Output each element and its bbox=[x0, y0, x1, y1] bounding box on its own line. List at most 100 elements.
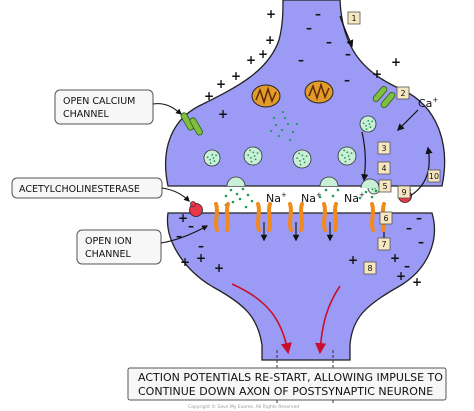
positive-charge: + bbox=[390, 251, 400, 265]
positive-charge: + bbox=[266, 7, 276, 21]
vesicle bbox=[292, 149, 312, 169]
positive-charge: + bbox=[196, 251, 206, 265]
fusing-vesicle bbox=[319, 176, 339, 187]
positive-charge: + bbox=[348, 253, 358, 267]
acetylcholine-dot bbox=[229, 188, 233, 192]
positive-charge: + bbox=[214, 261, 224, 275]
acetylcholine-dot bbox=[235, 192, 239, 196]
caption-box: ACTION POTENTIALS RE-START, ALLOWING IMP… bbox=[127, 367, 447, 401]
impulse-arrow bbox=[339, 15, 354, 48]
step-marker-8: 8 bbox=[363, 261, 377, 275]
postsynaptic-neurone bbox=[166, 212, 436, 361]
step-marker-2: 2 bbox=[396, 86, 410, 100]
acetylcholine-dot bbox=[224, 194, 228, 198]
negative-charge: – bbox=[416, 211, 422, 225]
negative-charge: – bbox=[198, 239, 204, 253]
acetylcholine-dot bbox=[250, 199, 254, 203]
step-marker-5: 5 bbox=[378, 179, 392, 193]
neurotransmitter-dot bbox=[281, 110, 285, 114]
positive-charge: + bbox=[258, 47, 268, 61]
neurotransmitter-dot bbox=[288, 138, 292, 142]
ion-channel bbox=[322, 202, 338, 232]
calcium-channel-left bbox=[180, 112, 203, 136]
neurotransmitter-dot bbox=[286, 122, 290, 126]
acetylcholine-dot bbox=[331, 194, 335, 198]
mitochondrion-icon bbox=[304, 80, 334, 104]
svg-text:10: 10 bbox=[429, 172, 439, 181]
recycle-arrow bbox=[409, 146, 433, 197]
caption-line-2: CONTINUE DOWN AXON OF POSTSYNAPTIC NEURO… bbox=[138, 385, 433, 398]
enzyme-callout: ACETYLCHOLINESTERASE bbox=[11, 177, 190, 202]
vesicle bbox=[243, 146, 263, 166]
calcium-entry-arrow bbox=[396, 109, 419, 132]
positive-charge: + bbox=[180, 255, 190, 269]
calcium-channel-right bbox=[372, 86, 396, 108]
sodium-ion-label: Na+ bbox=[301, 191, 322, 205]
svg-text:OPEN ION: OPEN ION bbox=[85, 236, 132, 247]
svg-text:9: 9 bbox=[401, 188, 406, 197]
neurotransmitter-dot bbox=[277, 134, 281, 138]
sodium-ion-label: Na+ bbox=[344, 191, 365, 205]
fusing-vesicle bbox=[226, 176, 246, 187]
acetylcholine-dot bbox=[370, 195, 374, 199]
neurotransmitter-dot bbox=[280, 128, 284, 132]
positive-charge: + bbox=[396, 269, 406, 283]
neurotransmitter-dot bbox=[274, 123, 278, 127]
svg-text:CHANNEL: CHANNEL bbox=[63, 109, 109, 120]
sodium-ion-labels: Na+ Na+ Na+ bbox=[266, 191, 365, 205]
step-marker-3: 3 bbox=[377, 141, 391, 155]
negative-charge: – bbox=[176, 229, 182, 243]
step-marker-6: 6 bbox=[379, 211, 393, 225]
calcium-ion-label: Ca+ bbox=[418, 96, 438, 110]
positive-charge: + bbox=[204, 89, 214, 103]
action-potential-arrow-left bbox=[231, 283, 292, 355]
vesicle bbox=[203, 149, 221, 167]
step-marker-10: 10 bbox=[427, 169, 441, 183]
positive-charge: + bbox=[216, 77, 226, 91]
ion-channel bbox=[288, 202, 304, 232]
positive-charge: + bbox=[231, 69, 241, 83]
positive-charge: + bbox=[372, 67, 382, 81]
negative-charge: – bbox=[404, 259, 410, 273]
neurotransmitter-dot bbox=[269, 129, 273, 133]
ion-channel bbox=[214, 202, 230, 232]
ion-channel bbox=[256, 202, 272, 232]
vesicle bbox=[359, 115, 377, 133]
positive-charge: + bbox=[246, 53, 256, 67]
positive-charge: + bbox=[412, 275, 422, 289]
positive-charge: + bbox=[265, 33, 275, 47]
negative-charge: – bbox=[418, 235, 424, 249]
acetylcholine-dot bbox=[246, 193, 250, 197]
neurotransmitter-dot bbox=[291, 130, 295, 134]
negative-charge: – bbox=[298, 53, 304, 67]
calcium-channel-callout: OPEN CALCIUM CHANNEL bbox=[54, 89, 182, 125]
svg-text:6: 6 bbox=[383, 214, 388, 223]
positive-charge: + bbox=[178, 211, 188, 225]
step-marker-4: 4 bbox=[377, 161, 391, 175]
acetylcholine-dot bbox=[318, 195, 322, 199]
step-marker-9: 9 bbox=[397, 185, 411, 199]
sodium-ion-label: Na+ bbox=[266, 191, 287, 205]
negative-charge: – bbox=[345, 47, 351, 61]
svg-text:1: 1 bbox=[351, 14, 356, 23]
acetylcholine-dot bbox=[324, 188, 328, 192]
svg-text:CHANNEL: CHANNEL bbox=[85, 249, 131, 260]
svg-text:8: 8 bbox=[367, 264, 372, 273]
step-marker-1: 1 bbox=[347, 11, 361, 25]
svg-text:5: 5 bbox=[382, 182, 387, 191]
negative-charge: – bbox=[406, 221, 412, 235]
negative-charge: – bbox=[326, 35, 332, 49]
mitochondrion-icon bbox=[251, 84, 281, 108]
negative-charge: – bbox=[306, 21, 312, 35]
membrane-charges: ++++++++––––––+++––+++––––+–+++ bbox=[176, 7, 424, 289]
acetylcholine-dot bbox=[231, 200, 235, 204]
svg-text:2: 2 bbox=[400, 89, 405, 98]
acetylcholine-dot bbox=[364, 190, 368, 194]
acetylcholine-dot bbox=[241, 187, 245, 191]
negative-charge: – bbox=[315, 7, 321, 21]
acetylcholine-dot bbox=[336, 188, 340, 192]
neurotransmitter-dot bbox=[295, 122, 299, 126]
positive-charge: + bbox=[218, 107, 228, 121]
